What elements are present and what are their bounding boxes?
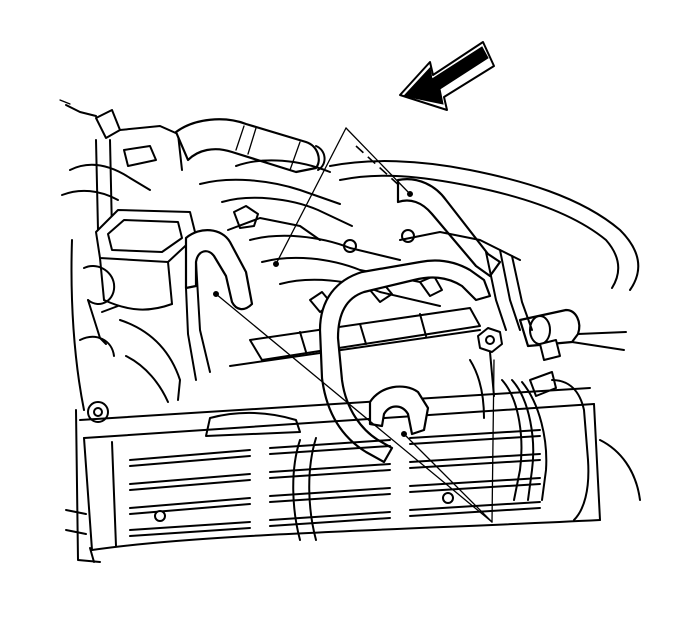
left-frame-edge xyxy=(65,409,101,563)
intake-runners xyxy=(199,159,441,307)
view-direction-arrow-icon xyxy=(399,41,495,111)
lower-intake-plenum xyxy=(79,387,601,551)
callout-leaders-bottom xyxy=(213,291,495,523)
left-engine-block xyxy=(70,239,181,423)
upper-air-hose xyxy=(174,118,326,174)
fuel-rail xyxy=(229,307,481,367)
right-wiring-bundle xyxy=(485,249,561,501)
left-bracket-assembly xyxy=(59,99,183,233)
callout-leaders-top xyxy=(273,127,413,267)
left-vacuum-hose xyxy=(184,229,254,381)
lower-center-hose xyxy=(292,385,430,541)
right-lower-housing xyxy=(469,359,641,521)
mounting-bolt xyxy=(477,327,503,397)
right-hose-outlet xyxy=(518,308,627,351)
main-coolant-hose xyxy=(318,259,492,464)
throttle-body-box xyxy=(95,209,197,311)
